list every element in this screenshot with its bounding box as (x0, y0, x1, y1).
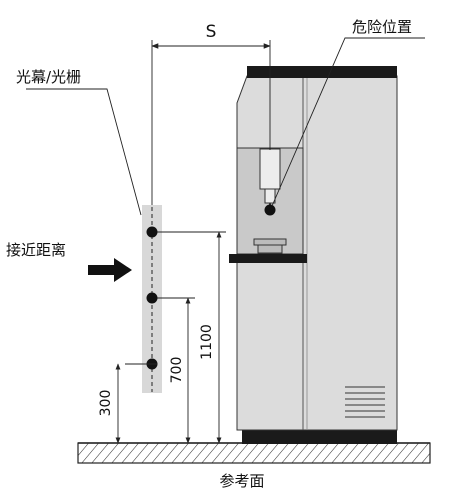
machine-top-cap (247, 66, 397, 78)
machine (229, 66, 398, 444)
spindle (259, 148, 281, 190)
dim-300-label: 300 (98, 390, 114, 417)
beam-top (146, 226, 158, 238)
beam-middle (146, 292, 158, 304)
machine-table (229, 254, 307, 263)
safety-distance-label: S (206, 22, 217, 42)
light-curtain-label: 光幕/光栅 (16, 68, 81, 86)
approach-arrow-icon (88, 258, 132, 282)
reference-ground (77, 442, 431, 464)
reference-plane-label: 参考面 (219, 472, 264, 490)
danger-point-marker (264, 204, 276, 216)
tool-holder (264, 188, 276, 204)
dim-1100-label: 1100 (199, 324, 215, 360)
danger-position-label: 危险位置 (352, 18, 412, 36)
light-curtain-leader (26, 88, 142, 216)
safety-distance-dimension (151, 40, 271, 205)
light-curtain (142, 205, 162, 393)
approach-distance-label: 接近距离 (6, 241, 66, 259)
dim-700-label: 700 (169, 357, 185, 384)
vent-grille (345, 386, 385, 418)
machine-base (242, 430, 397, 444)
workpiece (253, 238, 287, 246)
danger-position-leader (271, 37, 425, 207)
height-dimensions (115, 231, 226, 444)
